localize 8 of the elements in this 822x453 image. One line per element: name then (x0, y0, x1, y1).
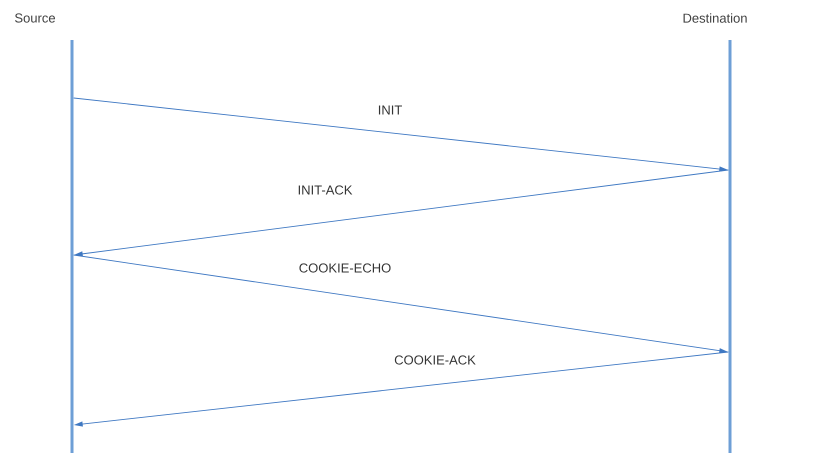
edge-label: INIT (376, 104, 404, 116)
lifeline (70, 40, 74, 453)
lifeline-label: Source (15, 13, 55, 23)
edge-label: COOKIE-ECHO (298, 262, 392, 274)
edge-label: INIT-ACK (296, 184, 354, 196)
edge-label: COOKIE-ACK (393, 354, 477, 366)
lifeline (728, 40, 732, 453)
lifeline-label: Destination (684, 13, 747, 23)
